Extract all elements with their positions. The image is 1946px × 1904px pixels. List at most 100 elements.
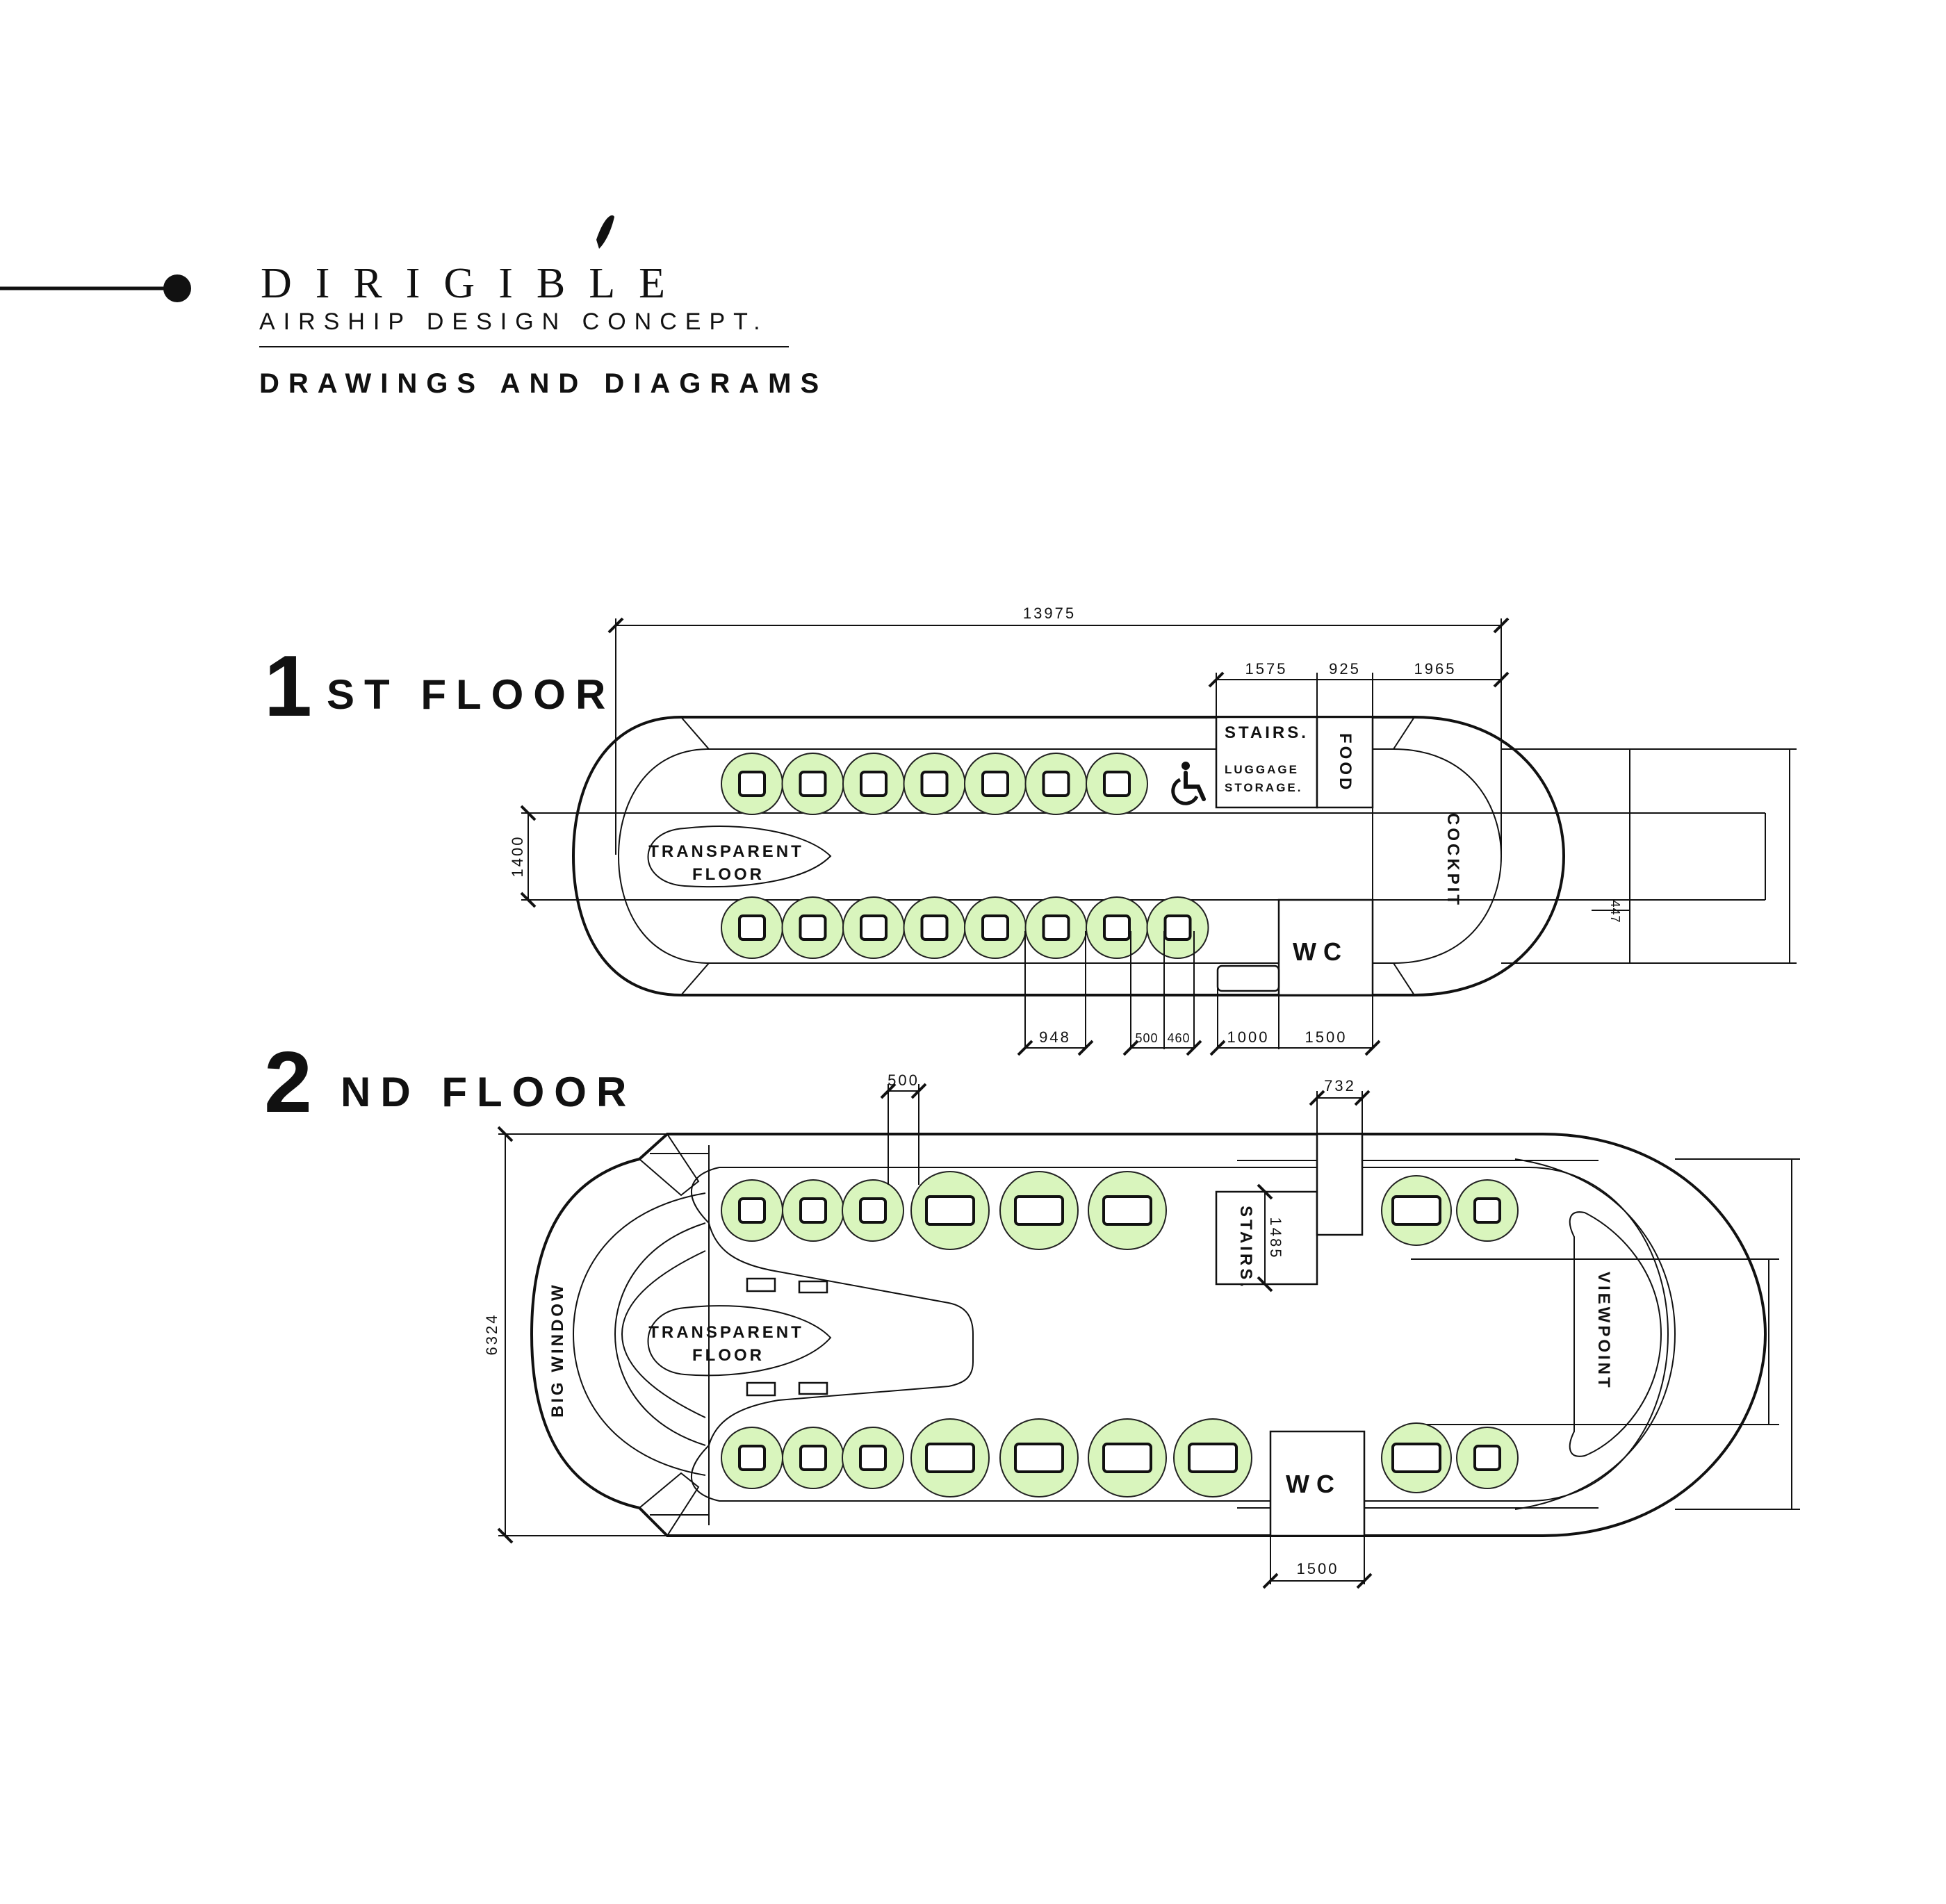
seat [1381,1422,1452,1493]
seat [782,1179,844,1242]
floor-2-viewpoint-label: VIEWPOINT [1594,1272,1613,1390]
floor-1-dim-cockpit: 1965 [1414,660,1457,678]
seat [842,1179,904,1242]
floor-2-dim-seat-gap: 500 [888,1072,919,1089]
floor-1-bevel-tr [1393,716,1415,750]
floor-2-central-deck [708,1222,974,1446]
floor-1-seat-row-bottom [721,896,1209,959]
floor-2-dimensions: 500 732 1485 6324 1500 [483,1072,1800,1589]
floor-2-bow-corner-bottom [638,1472,700,1537]
seat [721,1427,783,1489]
floor-1-dimensions: 13975 1575 925 1965 1400 447 [509,605,1797,1056]
header: DIRIGIBLE AIRSHIP DESIGN CONCEPT. DRAWIN… [0,215,828,399]
floor-1-dim-food: 925 [1329,660,1361,678]
seat [721,1179,783,1242]
seat [910,1418,990,1497]
floor-2-dim-stairs-len: 1485 [1267,1217,1284,1260]
floor-1-dim-wc: 1500 [1305,1028,1348,1046]
floor-1-stairs-box [1215,716,1318,809]
header-dot [163,274,191,302]
floor-1-number: 1 [264,639,312,734]
floor-1-food-label: FOOD [1336,733,1355,792]
floor-2-wc-box [1269,1430,1366,1537]
seat [1088,1171,1167,1250]
floor-2-pad [798,1280,828,1294]
floor-1-wc-label: WC [1293,937,1348,966]
floor-1-dim-overall: 13975 [1023,605,1076,622]
wheelchair-icon [1171,762,1206,805]
seat [1146,896,1209,959]
floor-2-big-window-label: BIG WINDOW [548,1282,567,1418]
floor-1-luggage-label-1: LUGGAGE [1225,763,1299,776]
floor-1-transparent-label-2: FLOOR [692,865,764,884]
feather-accent-icon [596,215,614,249]
floor-2-bow-corner-top [638,1133,700,1197]
seat [1456,1179,1519,1242]
sheet-title: DRAWINGS AND DIAGRAMS [259,368,828,399]
floor-2-seat-row-bottom [721,1418,1519,1497]
floor-1-transparent-label-1: TRANSPARENT [648,842,804,861]
floor-2-hull [530,1133,1767,1537]
floor-2-suffix: ND FLOOR [341,1069,636,1115]
floor-2-dim-height: 6324 [483,1313,500,1356]
seat [781,753,844,815]
floor-2-transparent-floor [647,1305,832,1377]
floor-1-dim-stairs: 1575 [1245,660,1288,678]
floor-1: 1 ST FLOOR TRANSPARENT FLOOR STAIRS. [264,605,1797,1056]
floor-2-outer-walkway [690,1167,1669,1502]
seat [1173,1418,1252,1497]
floor-1-wc-box [1277,898,1374,996]
seat [782,1427,844,1489]
floor-2-stairs-box [1215,1190,1318,1286]
brand-title: DIRIGIBLE [261,260,689,307]
floor-1-dim-aisle: 1400 [509,835,526,878]
floor-2-transparent-label-1: TRANSPARENT [648,1323,804,1342]
brand-subtitle: AIRSHIP DESIGN CONCEPT. [259,309,769,335]
floor-2-pad [746,1381,776,1397]
seat [910,1171,990,1250]
floor-2-inner-ring-2 [614,1222,706,1446]
seat [1381,1175,1452,1246]
floor-2-dim-wc: 1500 [1297,1560,1339,1577]
floor-2-central-deck-inner [621,1250,706,1418]
floor-2-viewpoint-ring [1514,1158,1676,1510]
floor-1-bevel-br [1393,962,1415,996]
seat [1456,1427,1519,1489]
floor-2-dim-shaft: 732 [1324,1077,1356,1094]
floor-1-luggage-label-2: STORAGE. [1225,781,1302,794]
seat [964,753,1027,815]
floor-1-food-box [1316,716,1374,809]
floor-2-number: 2 [264,1035,312,1131]
floor-1-storage-box [1216,965,1280,992]
seat [721,753,783,815]
floor-1-cockpit-label: COCKPIT [1444,813,1462,908]
seat [842,896,905,959]
floor-1-dim-side: 447 [1608,900,1622,923]
floor-2-pad [746,1277,776,1292]
floor-2: 2 ND FLOOR TRANSPARENT FLOOR BIG WINDOW [264,1035,1800,1589]
floor-1-dim-seat-pitch: 948 [1039,1028,1071,1046]
floor-1-dim-store: 1000 [1227,1028,1270,1046]
floor-2-stairs-label: STAIRS. [1236,1206,1255,1290]
seat [781,896,844,959]
seat [1024,896,1088,959]
floor-1-dim-seat-b: 460 [1167,1031,1190,1045]
seat [721,896,783,959]
floor-2-seat-row-top [721,1171,1519,1250]
floor-1-bevel-bl [680,962,710,996]
floor-2-stair-shaft [1316,1133,1364,1236]
seat [903,753,966,815]
floor-1-dim-seat-a: 500 [1135,1031,1158,1045]
floor-2-transparent-label-2: FLOOR [692,1346,764,1365]
seat [999,1418,1079,1497]
seat [903,896,966,959]
floor-1-hull [571,716,1566,996]
floor-1-bevel-tl [680,716,710,750]
seat [1088,1418,1167,1497]
floor-2-viewpoint-deck [1569,1211,1662,1457]
floor-2-inner-ring [572,1192,706,1476]
seat [1086,896,1148,959]
floor-1-suffix: ST FLOOR [327,671,615,718]
seat [1086,753,1148,815]
